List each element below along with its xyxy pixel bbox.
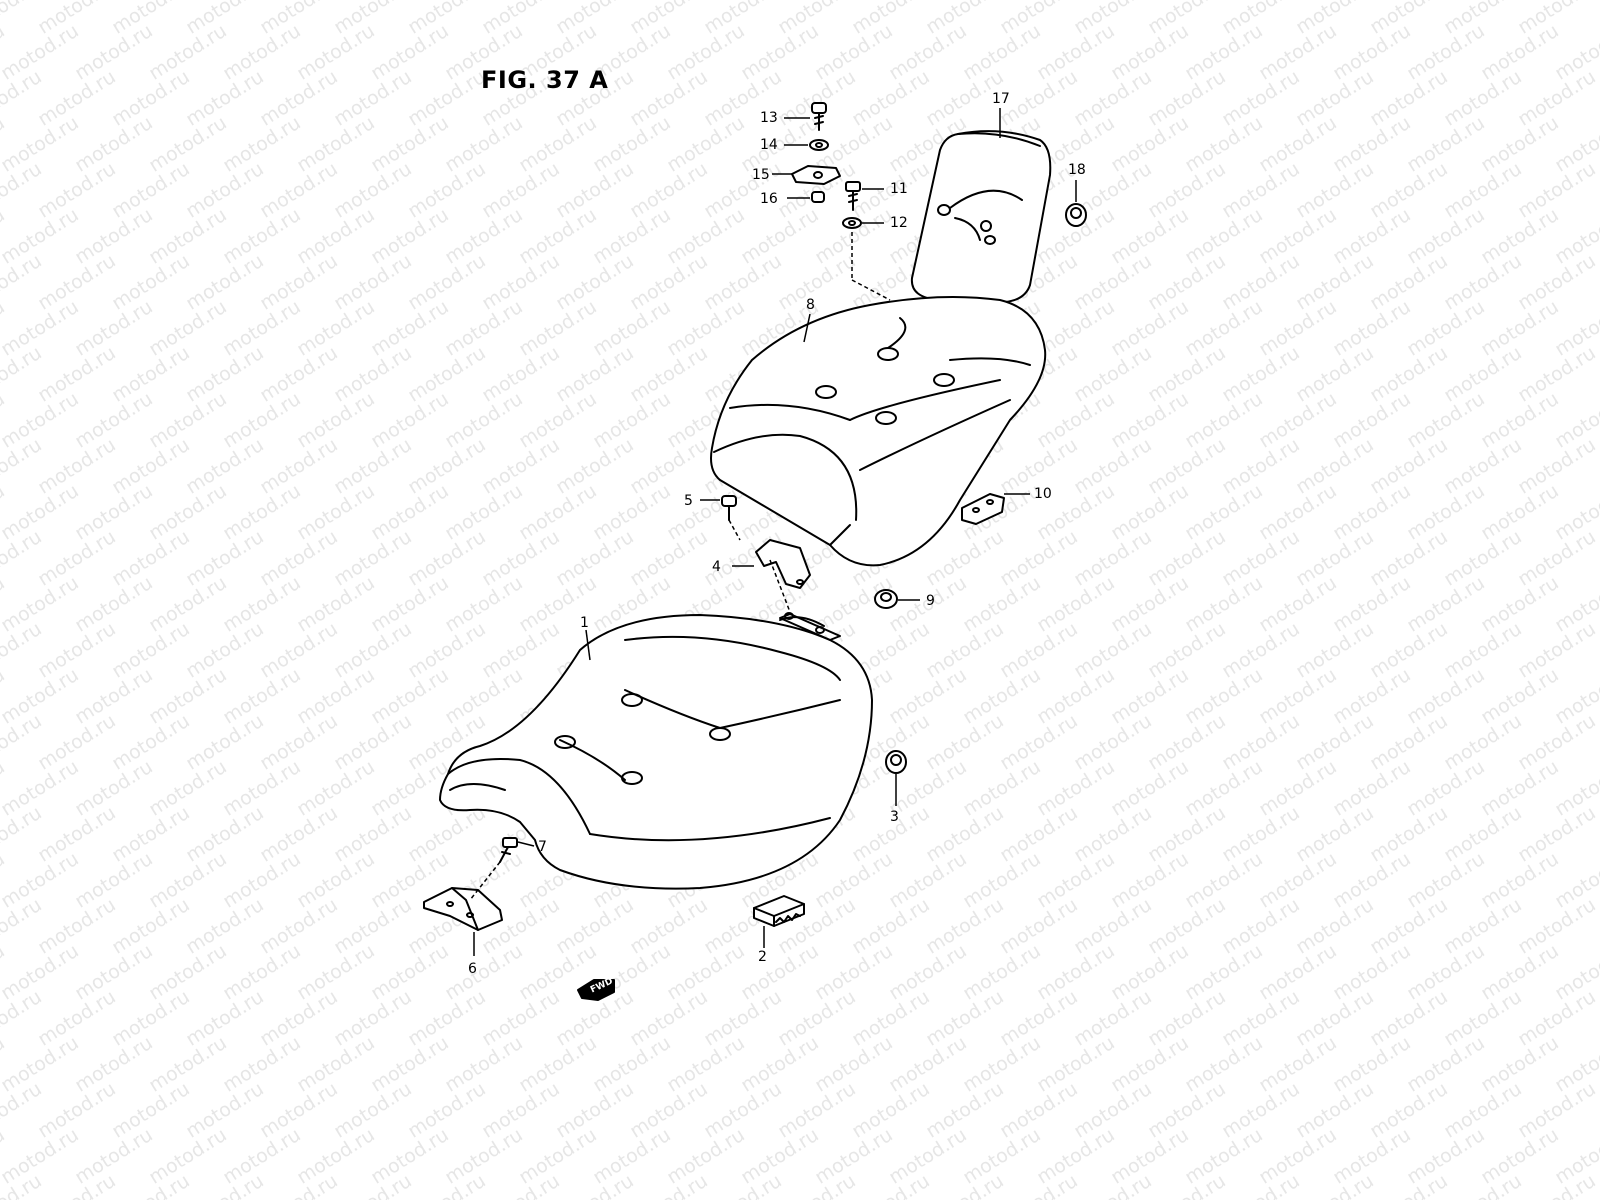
callout-14: 14 xyxy=(760,137,778,153)
callout-2: 2 xyxy=(758,949,767,965)
part-5-bolt[interactable] xyxy=(721,495,737,521)
callout-1: 1 xyxy=(580,615,589,631)
part-13-bolt[interactable] xyxy=(811,102,827,131)
callout-3: 3 xyxy=(890,809,899,825)
callout-6: 6 xyxy=(468,961,477,977)
part-16-nut[interactable] xyxy=(811,191,825,203)
part-17-backrest[interactable] xyxy=(910,130,1052,303)
callout-15: 15 xyxy=(752,167,770,183)
part-15-clamp-plate[interactable] xyxy=(791,165,841,185)
callout-5: 5 xyxy=(684,493,693,509)
callout-9: 9 xyxy=(926,593,935,609)
part-7-bolt[interactable] xyxy=(499,837,518,863)
part-18-grommet[interactable] xyxy=(1065,203,1087,227)
callout-12: 12 xyxy=(890,215,908,231)
part-10-pad[interactable] xyxy=(961,493,1005,525)
leader-lines xyxy=(469,108,1077,956)
callout-17: 17 xyxy=(992,91,1010,107)
part-12-washer[interactable] xyxy=(842,217,862,229)
callout-11: 11 xyxy=(890,181,908,197)
figure-title: FIG. 37 A xyxy=(481,66,609,94)
part-9-nut[interactable] xyxy=(874,589,898,609)
callout-10: 10 xyxy=(1034,486,1052,502)
part-2-cushion-block[interactable] xyxy=(753,895,805,927)
callout-18: 18 xyxy=(1068,162,1086,178)
part-14-washer[interactable] xyxy=(809,139,829,151)
part-8-passenger-seat[interactable] xyxy=(710,295,1047,567)
part-1-rider-seat[interactable] xyxy=(439,612,873,890)
fwd-arrow-icon xyxy=(577,979,615,1001)
callout-8: 8 xyxy=(806,297,815,313)
callout-4: 4 xyxy=(712,559,721,575)
callout-16: 16 xyxy=(760,191,778,207)
part-6-mount-bracket[interactable] xyxy=(423,887,503,931)
callout-13: 13 xyxy=(760,110,778,126)
part-4-bracket[interactable] xyxy=(755,539,811,589)
part-3-grommet[interactable] xyxy=(885,750,907,774)
callout-7: 7 xyxy=(538,839,547,855)
part-11-bolt[interactable] xyxy=(845,181,861,211)
